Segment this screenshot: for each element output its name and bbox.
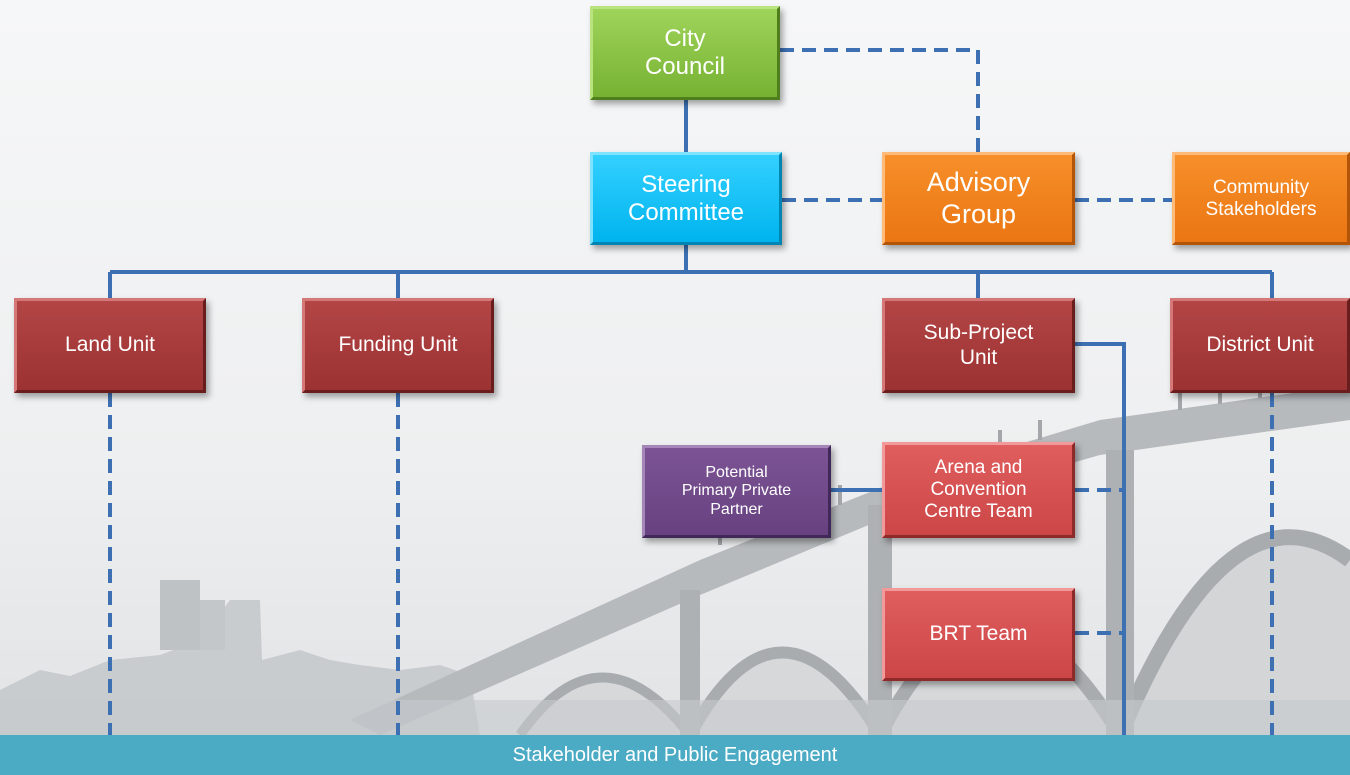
arena-convention-team-box: Arena and Convention Centre Team: [882, 442, 1075, 538]
community-stakeholders-box: Community Stakeholders: [1172, 152, 1350, 245]
district-unit-box: District Unit: [1170, 298, 1350, 393]
steering-committee-box: Steering Committee: [590, 152, 782, 245]
land-unit-box: Land Unit: [14, 298, 206, 393]
potential-partner-box: Potential Primary Private Partner: [642, 445, 831, 538]
advisory-group-box: Advisory Group: [882, 152, 1075, 245]
sub-project-bracket: [1075, 342, 1126, 735]
council-advisory-dashed: [780, 48, 980, 152]
sub-project-unit-box: Sub-Project Unit: [882, 298, 1075, 393]
funding-unit-box: Funding Unit: [302, 298, 494, 393]
brt-team-box: BRT Team: [882, 588, 1075, 681]
stakeholder-engagement-banner: Stakeholder and Public Engagement: [0, 735, 1350, 775]
city-council-box: City Council: [590, 6, 780, 100]
